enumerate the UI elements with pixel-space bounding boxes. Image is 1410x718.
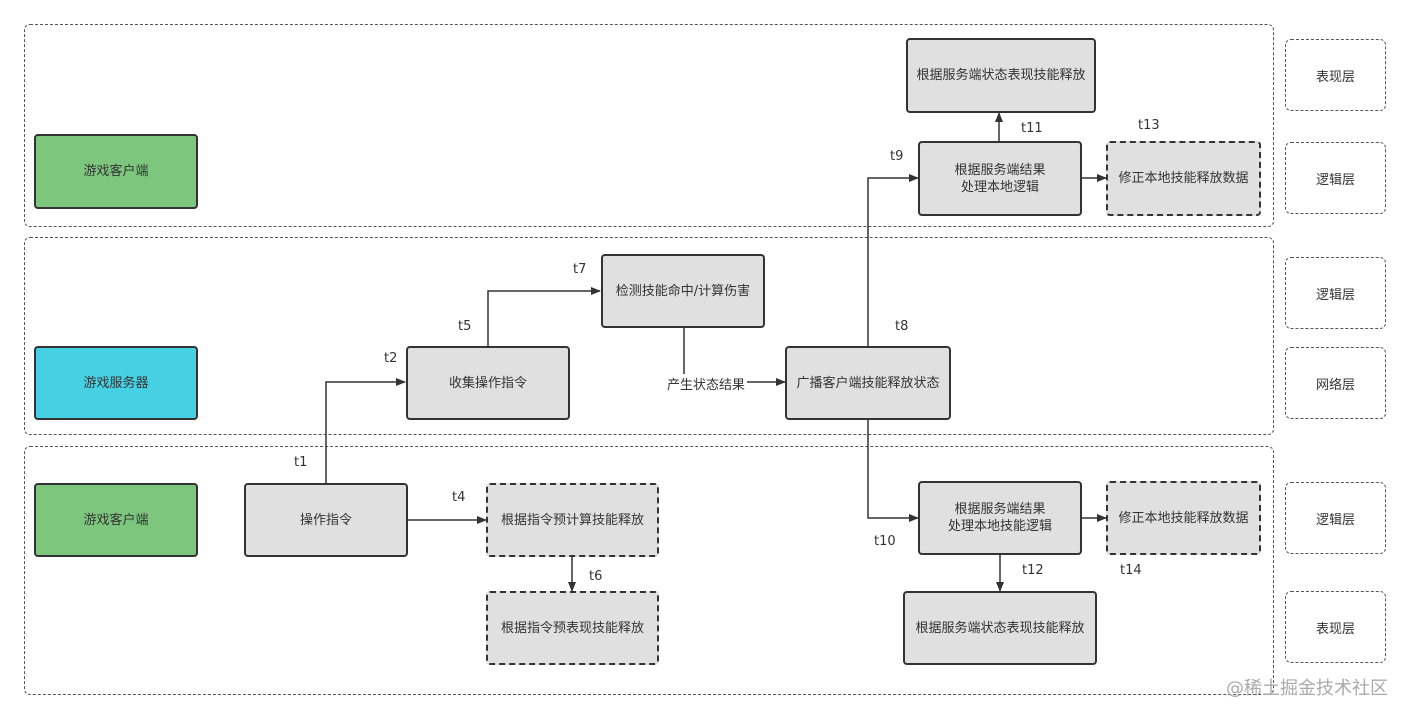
time-label-t9: t9 (890, 149, 904, 164)
time-label-t1: t1 (294, 455, 308, 470)
edge-operate-to-collect (325, 378, 406, 483)
time-label-t2: t2 (384, 351, 398, 366)
edge-broadcast-to-logic-top (867, 174, 919, 347)
time-label-t13: t13 (1138, 118, 1160, 133)
actor-client-top[interactable]: 游戏客户端 (34, 134, 198, 209)
edge-broadcast-to-logic-bottom (867, 420, 919, 522)
edge-label-state-result: 产生状态结果 (665, 374, 748, 393)
layer-label-logic-server: 逻辑层 (1285, 257, 1386, 329)
time-label-t14: t14 (1120, 563, 1142, 578)
node-fix-top[interactable]: 修正本地技能释放数据 (1106, 141, 1261, 216)
node-collect[interactable]: 收集操作指令 (406, 346, 570, 420)
node-logic-top[interactable]: 根据服务端结果 处理本地逻辑 (918, 141, 1082, 216)
time-label-t10: t10 (874, 534, 896, 549)
actor-client-bottom[interactable]: 游戏客户端 (34, 483, 198, 557)
node-fix-bottom[interactable]: 修正本地技能释放数据 (1106, 481, 1261, 555)
node-broadcast[interactable]: 广播客户端技能释放状态 (785, 346, 951, 420)
layer-label-logic-top: 逻辑层 (1285, 142, 1386, 214)
node-operate[interactable]: 操作指令 (244, 483, 408, 557)
time-label-t7: t7 (573, 262, 587, 277)
layer-label-logic-bottom: 逻辑层 (1285, 482, 1386, 554)
node-render-top[interactable]: 根据服务端状态表现技能释放 (906, 38, 1096, 113)
time-label-t11: t11 (1021, 121, 1043, 136)
edge-collect-to-detect (487, 287, 601, 347)
node-logic-bottom[interactable]: 根据服务端结果 处理本地技能逻辑 (918, 481, 1082, 555)
node-prerender[interactable]: 根据指令预表现技能释放 (486, 591, 659, 665)
lane-client-bottom (24, 446, 1274, 695)
layer-label-network: 网络层 (1285, 347, 1386, 419)
node-detect[interactable]: 检测技能命中/计算伤害 (601, 254, 765, 328)
time-label-t8: t8 (895, 319, 909, 334)
lane-server (24, 237, 1274, 435)
node-precalc[interactable]: 根据指令预计算技能释放 (486, 483, 659, 557)
node-render-bottom[interactable]: 根据服务端状态表现技能释放 (903, 591, 1097, 665)
layer-label-presentation-top: 表现层 (1285, 39, 1386, 111)
lane-client-top (24, 24, 1274, 227)
layer-label-presentation-bottom: 表现层 (1285, 591, 1386, 663)
time-label-t5: t5 (458, 319, 472, 334)
watermark: @稀土掘金技术社区 (1226, 678, 1388, 699)
time-label-t12: t12 (1022, 563, 1044, 578)
time-label-t4: t4 (452, 490, 466, 505)
actor-server[interactable]: 游戏服务器 (34, 346, 198, 420)
time-label-t6: t6 (589, 569, 603, 584)
